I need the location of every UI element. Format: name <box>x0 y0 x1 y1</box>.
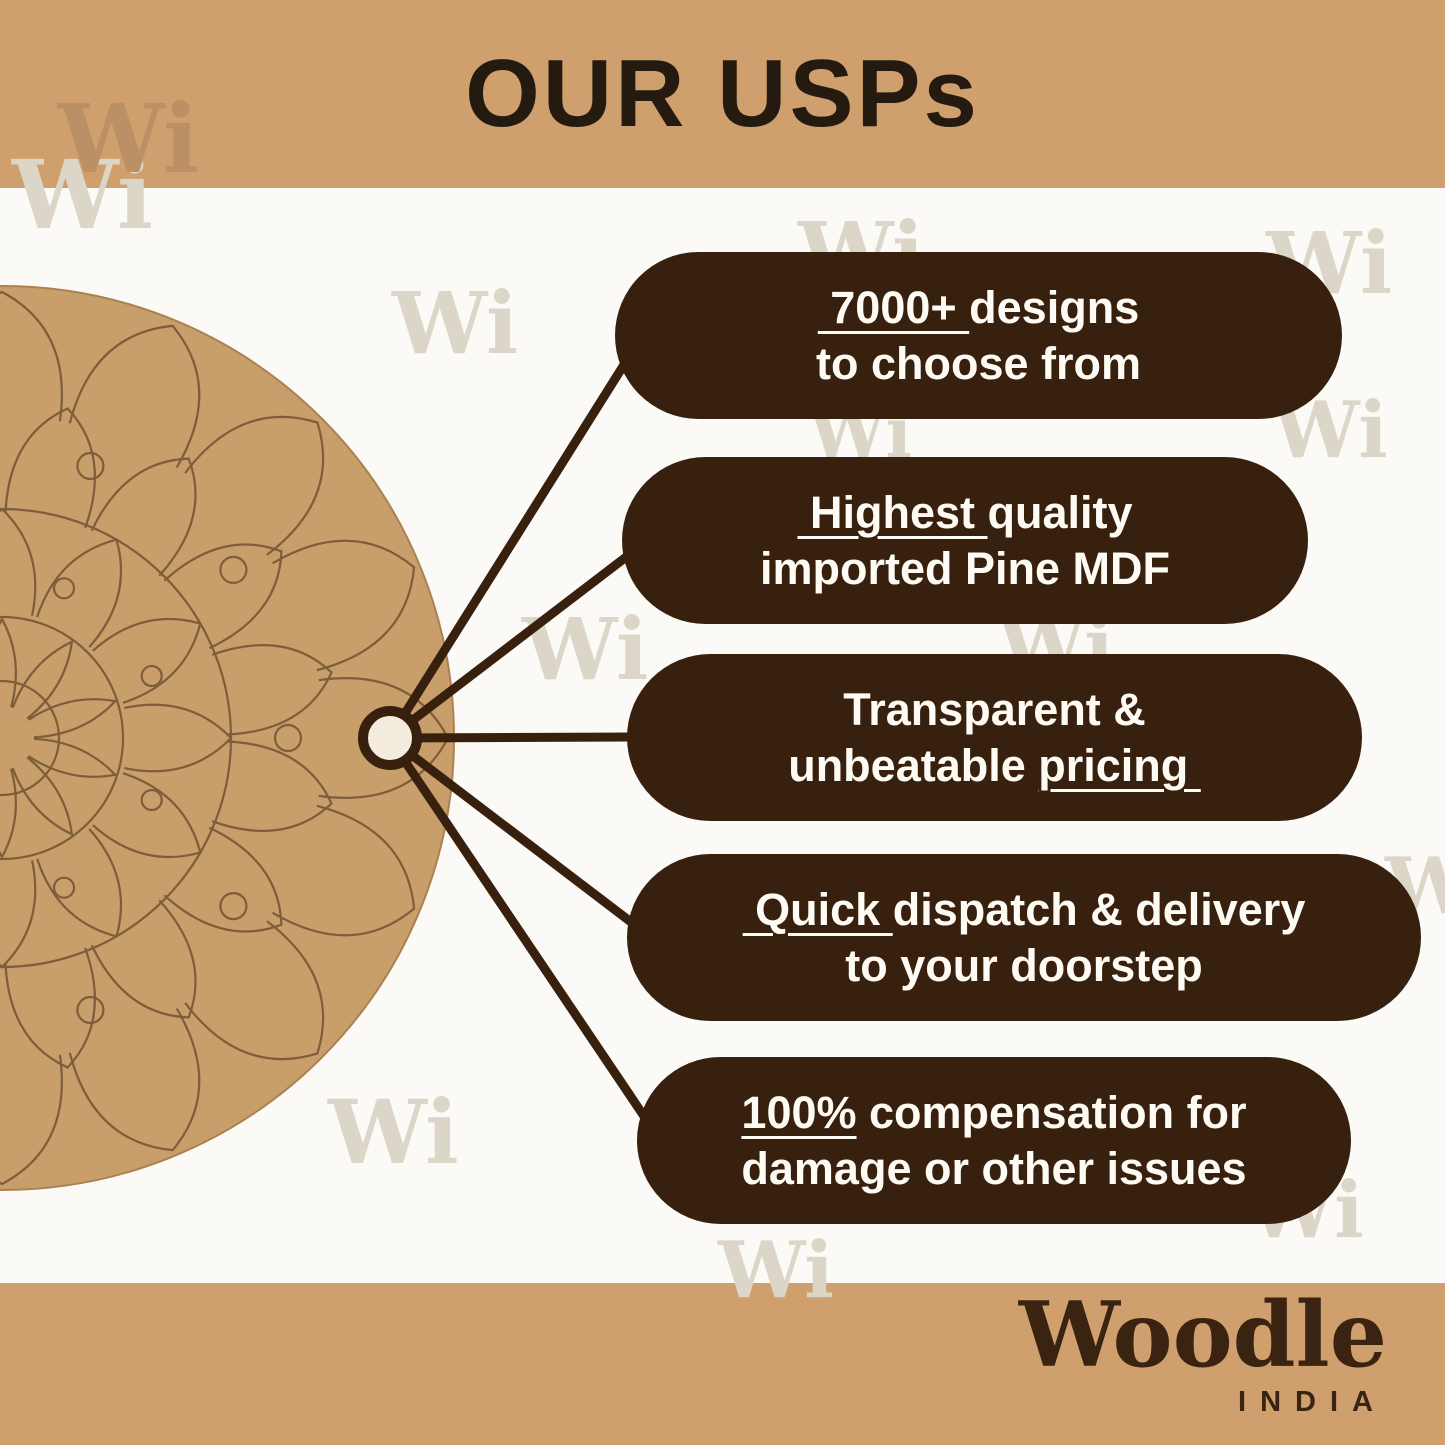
usp-2-line-2: imported Pine MDF <box>759 542 1170 594</box>
usp-5-line-2: damage or other issues <box>741 1142 1247 1194</box>
mandala-engraving <box>0 290 450 1186</box>
watermark-wi: Wi <box>522 600 649 700</box>
connector-lines <box>387 331 665 1145</box>
page-title: OUR USPs <box>465 40 980 147</box>
usp-pill-3: Transparent & unbeatable pricing <box>627 654 1362 821</box>
woodle-logo: Woodle INDIA <box>1019 1290 1387 1419</box>
usp-4-line-2: to your doorstep <box>845 939 1203 991</box>
header-band: OUR USPs <box>0 0 1445 188</box>
usp-5-line-1: 100% compensation for <box>741 1086 1247 1138</box>
watermark-wi: Wi <box>392 274 519 374</box>
connector-line-4 <box>387 735 657 943</box>
usp-pill-1: 7000+ designs to choose from <box>615 252 1342 419</box>
connector-line-5 <box>387 737 665 1145</box>
usp-3-line-2: unbeatable pricing <box>788 739 1201 791</box>
footer-band <box>0 1283 1445 1445</box>
mdf-round-base <box>0 285 455 1191</box>
usp-4-line-1: Quick dispatch & delivery <box>742 883 1306 935</box>
connector-line-2 <box>387 536 652 741</box>
connector-line-1 <box>387 331 647 739</box>
usp-pill-5: 100% compensation for damage or other is… <box>637 1057 1351 1224</box>
hub-node <box>358 706 422 770</box>
brand-name: Woodle <box>1018 1282 1387 1388</box>
brand-country: INDIA <box>1238 1386 1387 1418</box>
usp-3-line-1: Transparent & <box>843 683 1146 735</box>
usp-1-line-2: to choose from <box>815 337 1142 389</box>
usp-pill-4: Quick dispatch & delivery to your doorst… <box>627 854 1421 1021</box>
watermark-wi: Wi <box>328 1080 459 1184</box>
usp-1-line-1: 7000+ designs <box>817 281 1140 333</box>
usp-pill-2: Highest quality imported Pine MDF <box>622 457 1308 624</box>
connector-line-3 <box>389 732 657 743</box>
usp-2-line-1: Highest quality <box>797 486 1133 538</box>
